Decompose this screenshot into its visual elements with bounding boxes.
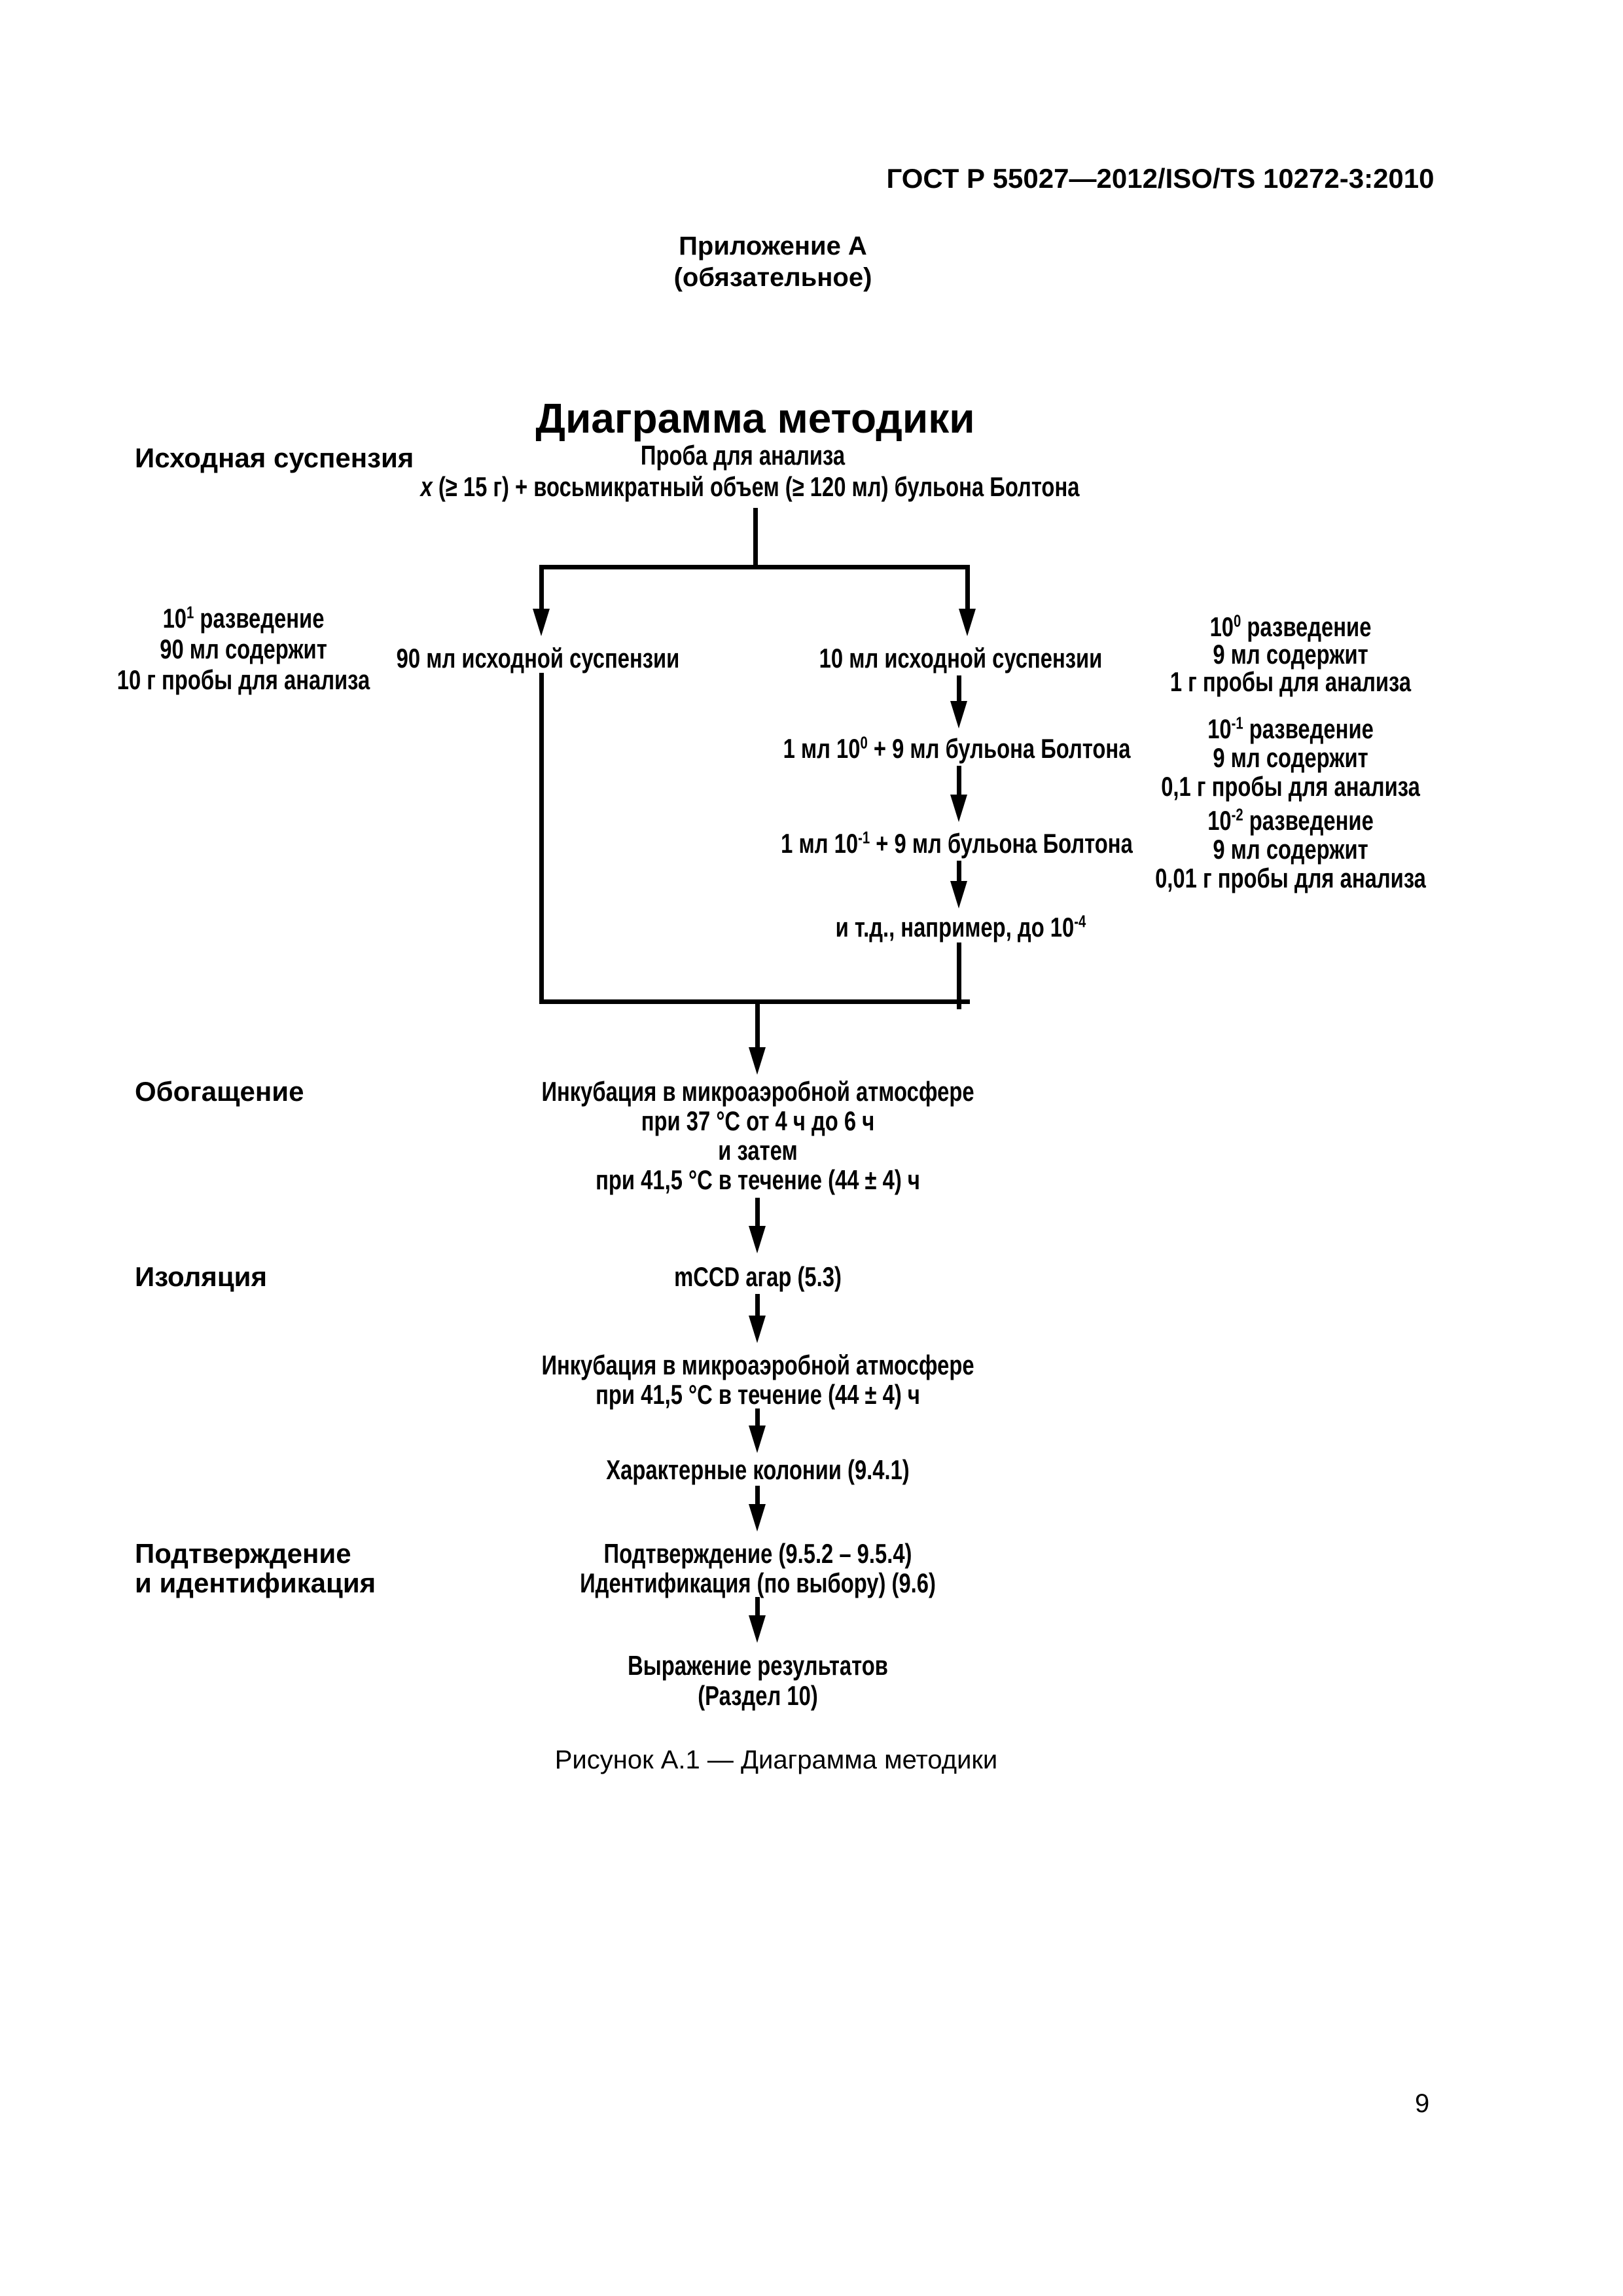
flow-line-merge-horizontal [539, 999, 970, 1004]
node-sample-title: Проба для анализа [640, 440, 846, 471]
arrowhead-dilution-2 [950, 795, 967, 822]
node-dilution-step-1: 1 мл 100 + 9 мл бульона Болтона [783, 732, 1131, 764]
flow-line-stem-top [753, 508, 758, 567]
annotation-dilution-10-minus-1: 10-1 разведение 9 мл содержит 0,1 г проб… [1161, 713, 1420, 802]
page-number: 9 [1415, 2089, 1430, 2118]
arrowhead-to-incubation2 [749, 1316, 766, 1343]
node-sample-formula: x (≥ 15 г) + восьмикратный объем (≥ 120 … [420, 471, 1080, 502]
superscript: -2 [1231, 804, 1243, 825]
flow-line-to-incubation2 [755, 1294, 760, 1317]
flow-line-merge-down [755, 1004, 760, 1049]
flow-line-left-down [539, 673, 544, 1004]
flow-line-to-results [755, 1597, 760, 1617]
node-dilution-step-2: 1 мл 10-1 + 9 мл бульона Болтона [781, 827, 1133, 859]
node-right-suspension: 10 мл исходной суспензии [819, 643, 1103, 673]
node-mccd-agar: mCCD агар (5.3) [674, 1261, 842, 1292]
flow-line-left-branch [539, 565, 544, 610]
arrowhead-to-agar [749, 1226, 766, 1253]
stage-label-confirmation: Подтверждение и идентификация [135, 1538, 376, 1598]
flow-line-dilution-1 [957, 675, 961, 702]
flow-line-to-colonies [755, 1408, 760, 1427]
sample-variable: x [420, 471, 433, 502]
node-left-suspension: 90 мл исходной суспензии [396, 643, 680, 673]
flow-line-to-confirmation [755, 1486, 760, 1505]
appendix-subtitle: (обязательное) [673, 263, 872, 292]
flow-line-dilution-3 [957, 861, 961, 882]
appendix-title: Приложение А [679, 232, 867, 260]
flow-line-dilution-2 [957, 766, 961, 796]
superscript: -4 [1074, 911, 1086, 931]
node-dilution-etc: и т.д., например, до 10-4 [835, 911, 1086, 942]
superscript: 1 [187, 602, 194, 622]
node-confirmation: Подтверждение (9.5.2 – 9.5.4) Идентифика… [580, 1538, 936, 1598]
stage-label-enrichment: Обогащение [135, 1076, 304, 1107]
stage-label-initial-suspension: Исходная суспензия [135, 442, 414, 473]
arrowhead-right-branch [959, 609, 976, 636]
flow-line-right-branch [965, 565, 970, 610]
superscript: -1 [1231, 713, 1243, 733]
stage-label-isolation: Изоляция [135, 1261, 267, 1292]
arrowhead-to-results [749, 1615, 766, 1643]
flow-line-right-down [957, 942, 961, 1009]
annotation-dilution-10-0: 100 разведение 9 мл содержит 1 г пробы д… [1169, 611, 1412, 697]
node-incubation-2: Инкубация в микроаэробной атмосфере при … [541, 1350, 974, 1410]
superscript: 0 [860, 732, 868, 753]
flow-line-split-horizontal [539, 565, 970, 569]
node-colonies: Характерные колонии (9.4.1) [606, 1454, 910, 1485]
arrowhead-to-enrichment [749, 1047, 766, 1075]
superscript: -1 [858, 827, 870, 848]
document-header: ГОСТ Р 55027—2012/ISO/TS 10272-3:2010 [886, 163, 1435, 194]
arrowhead-dilution-1 [950, 701, 967, 728]
superscript: 0 [1234, 611, 1241, 631]
arrowhead-to-colonies [749, 1426, 766, 1453]
flow-line-to-agar [755, 1198, 760, 1227]
figure-caption: Рисунок А.1 — Диаграмма методики [554, 1746, 998, 1774]
node-enrichment: Инкубация в микроаэробной атмосфере при … [541, 1076, 974, 1195]
annotation-dilution-10-minus-2: 10-2 разведение 9 мл содержит 0,01 г про… [1155, 804, 1426, 893]
arrowhead-left-branch [533, 609, 550, 636]
annotation-dilution-10-1: 101 разведение 90 мл содержит 10 г пробы… [116, 602, 370, 695]
diagram-title: Диаграмма методики [535, 395, 975, 442]
arrowhead-dilution-3 [950, 881, 967, 908]
appendix-heading: Приложение А (обязательное) [674, 230, 872, 293]
arrowhead-to-confirmation [749, 1504, 766, 1532]
node-results: Выражение результатов (Раздел 10) [628, 1650, 888, 1711]
